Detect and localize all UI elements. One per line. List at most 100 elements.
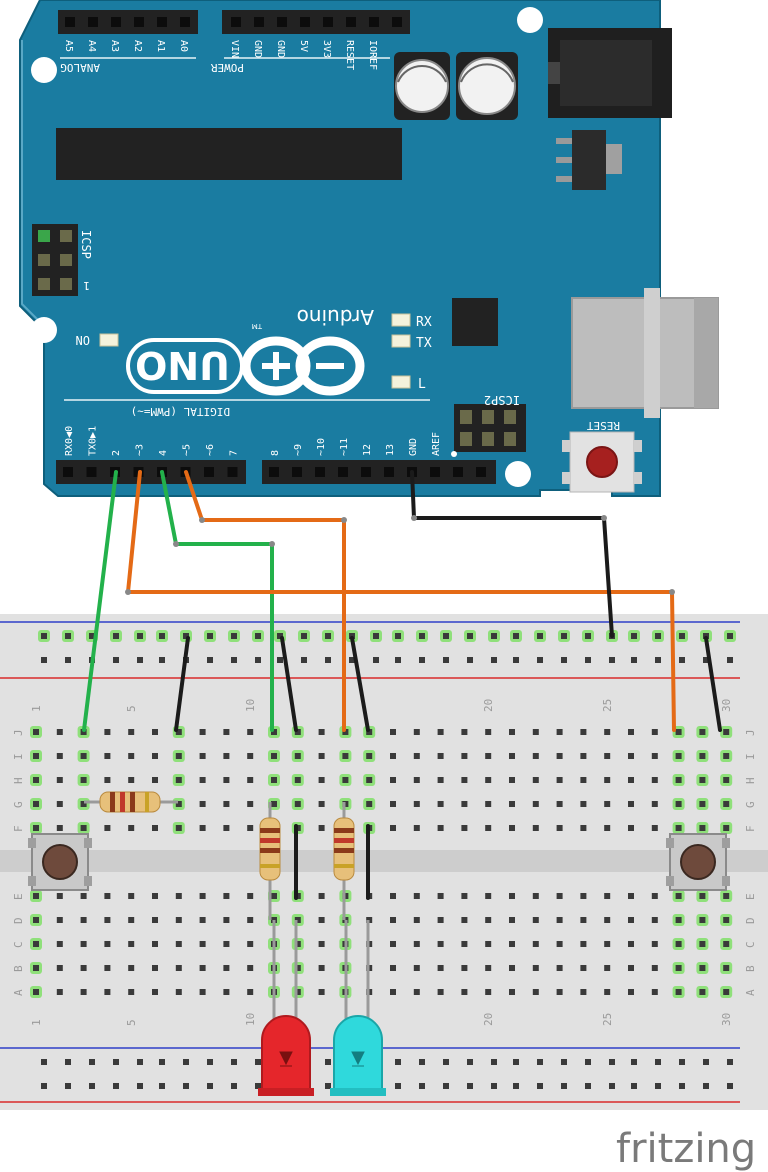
breadboard-hole[interactable]: [255, 1083, 261, 1089]
breadboard-hole[interactable]: [675, 965, 682, 971]
breadboard-hole[interactable]: [325, 1059, 331, 1065]
breadboard-hole[interactable]: [467, 1083, 473, 1089]
breadboard-hole[interactable]: [604, 801, 611, 807]
breadboard-hole[interactable]: [128, 777, 135, 783]
breadboard-hole[interactable]: [628, 825, 634, 831]
breadboard-hole[interactable]: [80, 753, 87, 759]
breadboard-hole[interactable]: [443, 657, 449, 663]
pushbutton-right[interactable]: [666, 833, 730, 891]
breadboard-hole[interactable]: [509, 777, 515, 783]
breadboard-hole[interactable]: [152, 989, 158, 995]
breadboard-hole[interactable]: [395, 657, 401, 663]
breadboard-hole[interactable]: [631, 633, 637, 639]
breadboard-hole[interactable]: [537, 1059, 543, 1065]
breadboard-hole[interactable]: [294, 989, 301, 995]
breadboard-hole[interactable]: [247, 941, 254, 947]
breadboard-hole[interactable]: [395, 633, 401, 639]
breadboard-hole[interactable]: [727, 657, 733, 663]
breadboard-hole[interactable]: [247, 729, 254, 735]
breadboard-hole[interactable]: [651, 965, 658, 971]
breadboard-hole[interactable]: [65, 657, 71, 663]
breadboard-hole[interactable]: [556, 965, 563, 971]
breadboard-hole[interactable]: [41, 657, 47, 663]
breadboard-hole[interactable]: [247, 777, 254, 783]
breadboard-hole[interactable]: [628, 893, 634, 899]
breadboard-hole[interactable]: [80, 777, 87, 783]
breadboard-hole[interactable]: [390, 801, 396, 807]
breadboard-hole[interactable]: [183, 633, 189, 639]
breadboard-hole[interactable]: [443, 633, 449, 639]
breadboard-hole[interactable]: [199, 777, 206, 783]
breadboard-hole[interactable]: [207, 1059, 213, 1065]
breadboard-hole[interactable]: [556, 917, 563, 923]
breadboard-hole[interactable]: [491, 1083, 497, 1089]
breadboard-hole[interactable]: [699, 729, 706, 735]
breadboard-hole[interactable]: [699, 825, 706, 831]
breadboard-hole[interactable]: [255, 633, 261, 639]
breadboard-hole[interactable]: [723, 965, 730, 971]
breadboard-hole[interactable]: [207, 633, 213, 639]
breadboard-hole[interactable]: [419, 633, 425, 639]
breadboard-hole[interactable]: [199, 941, 206, 947]
breadboard-hole[interactable]: [537, 657, 543, 663]
breadboard-hole[interactable]: [585, 1059, 591, 1065]
breadboard-hole[interactable]: [128, 729, 135, 735]
breadboard-hole[interactable]: [152, 941, 158, 947]
breadboard-hole[interactable]: [113, 657, 119, 663]
breadboard-hole[interactable]: [532, 917, 539, 923]
breadboard-hole[interactable]: [159, 657, 165, 663]
breadboard-hole[interactable]: [113, 1059, 119, 1065]
breadboard-hole[interactable]: [65, 633, 71, 639]
breadboard-hole[interactable]: [277, 633, 283, 639]
breadboard-hole[interactable]: [56, 893, 63, 899]
breadboard-hole[interactable]: [413, 825, 420, 831]
breadboard-hole[interactable]: [609, 1059, 615, 1065]
breadboard-hole[interactable]: [318, 941, 325, 947]
breadboard-hole[interactable]: [89, 633, 95, 639]
breadboard-hole[interactable]: [485, 941, 492, 947]
breadboard-hole[interactable]: [679, 633, 685, 639]
breadboard-hole[interactable]: [318, 753, 325, 759]
breadboard-hole[interactable]: [461, 801, 468, 807]
breadboard-hole[interactable]: [128, 825, 135, 831]
breadboard-hole[interactable]: [199, 917, 206, 923]
breadboard-hole[interactable]: [390, 753, 396, 759]
breadboard-hole[interactable]: [485, 917, 492, 923]
breadboard-hole[interactable]: [580, 893, 587, 899]
breadboard-hole[interactable]: [247, 989, 254, 995]
breadboard-hole[interactable]: [223, 989, 230, 995]
breadboard-hole[interactable]: [580, 825, 587, 831]
breadboard-hole[interactable]: [175, 753, 182, 759]
breadboard-hole[interactable]: [556, 753, 563, 759]
breadboard-hole[interactable]: [419, 1059, 425, 1065]
breadboard-hole[interactable]: [437, 941, 444, 947]
breadboard-hole[interactable]: [699, 917, 706, 923]
breadboard-hole[interactable]: [65, 1083, 71, 1089]
breadboard-hole[interactable]: [485, 893, 492, 899]
breadboard-hole[interactable]: [223, 777, 230, 783]
breadboard-hole[interactable]: [675, 893, 682, 899]
breadboard-hole[interactable]: [513, 1059, 519, 1065]
breadboard-hole[interactable]: [159, 633, 165, 639]
breadboard-hole[interactable]: [413, 729, 420, 735]
breadboard-hole[interactable]: [342, 753, 349, 759]
breadboard-hole[interactable]: [532, 965, 539, 971]
breadboard-hole[interactable]: [113, 633, 119, 639]
breadboard-hole[interactable]: [461, 917, 468, 923]
breadboard-hole[interactable]: [390, 729, 396, 735]
breadboard-hole[interactable]: [461, 941, 468, 947]
breadboard-hole[interactable]: [294, 753, 301, 759]
breadboard-hole[interactable]: [80, 941, 87, 947]
breadboard-hole[interactable]: [56, 753, 63, 759]
breadboard-hole[interactable]: [699, 941, 706, 947]
breadboard-hole[interactable]: [513, 657, 519, 663]
breadboard-hole[interactable]: [723, 941, 730, 947]
breadboard-hole[interactable]: [509, 753, 515, 759]
breadboard-hole[interactable]: [247, 753, 254, 759]
breadboard-hole[interactable]: [585, 657, 591, 663]
breadboard-hole[interactable]: [509, 801, 515, 807]
breadboard-hole[interactable]: [513, 633, 519, 639]
breadboard-hole[interactable]: [175, 917, 182, 923]
breadboard-hole[interactable]: [628, 917, 634, 923]
breadboard-hole[interactable]: [390, 917, 396, 923]
